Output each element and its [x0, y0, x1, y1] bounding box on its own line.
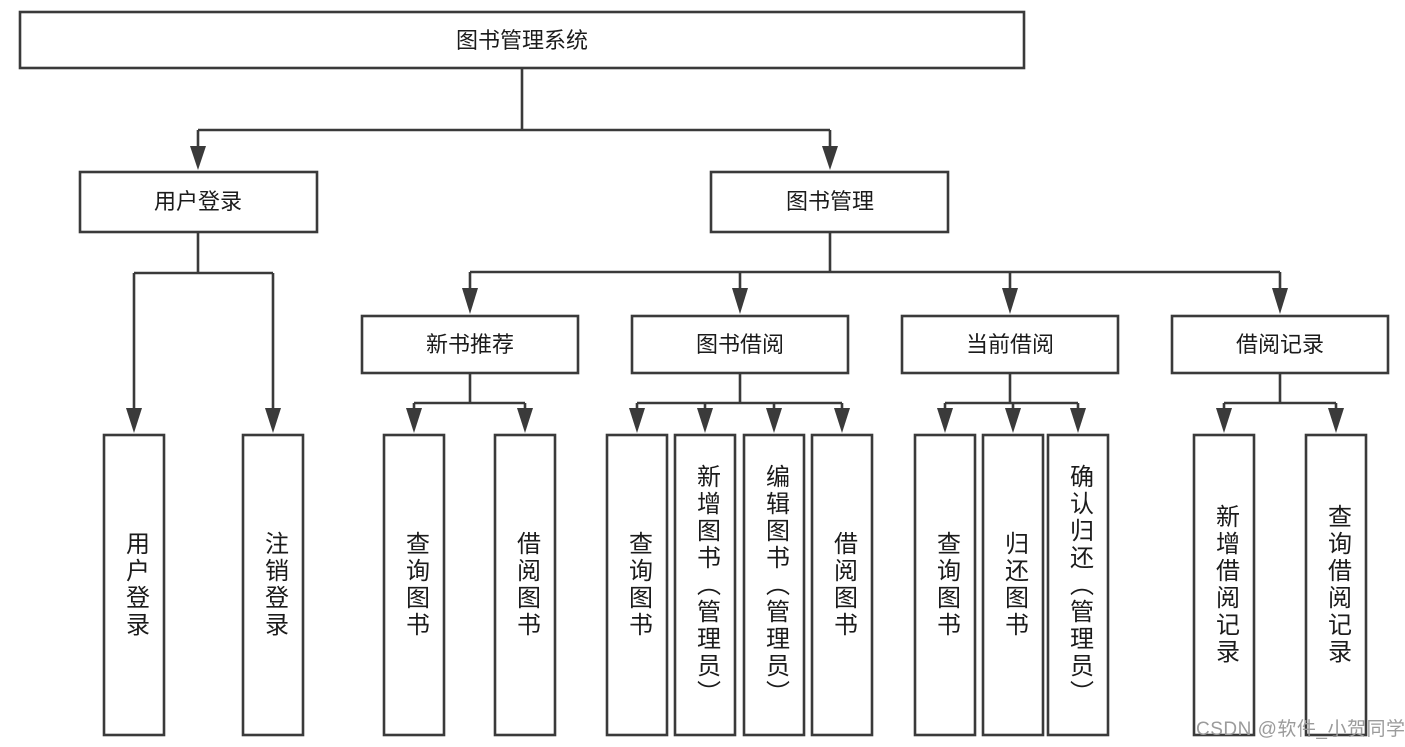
- arrow-leaf-book-borrow-2: [697, 408, 713, 433]
- arrow-leaf-user-login-1: [126, 408, 142, 433]
- arrow-leaf-new-book-1: [406, 408, 422, 433]
- node-user-login-label: 用户登录: [154, 189, 242, 214]
- leaf-box-book-borrow-1[interactable]: [605, 433, 669, 737]
- arrow-leaf-book-borrow-4: [834, 408, 850, 433]
- node-book-borrow-box[interactable]: [630, 314, 850, 375]
- node-book-manage-label: 图书管理: [786, 189, 874, 214]
- node-borrow-record-box[interactable]: [1170, 314, 1390, 375]
- node-book-borrow[interactable]: 图书借阅: [630, 314, 850, 375]
- leaf-box-user-login-1[interactable]: [102, 433, 166, 737]
- arrow-leaf-current-borrow-1: [937, 408, 953, 433]
- node-root-box[interactable]: [18, 10, 1026, 70]
- node-borrow-record[interactable]: 借阅记录: [1170, 314, 1390, 375]
- leaf-box-book-borrow-4[interactable]: [810, 433, 874, 737]
- node-root[interactable]: 图书管理系统: [18, 10, 1026, 70]
- leaf-box-book-borrow-3[interactable]: [742, 433, 806, 737]
- leaf-box-current-borrow-2[interactable]: [981, 433, 1045, 737]
- node-current-borrow-label: 当前借阅: [966, 332, 1054, 357]
- node-book-manage-box[interactable]: [709, 170, 950, 234]
- leaf-box-book-borrow-2[interactable]: [673, 433, 737, 737]
- leaf-box-current-borrow-3[interactable]: [1046, 433, 1110, 737]
- node-book-manage[interactable]: 图书管理: [709, 170, 950, 234]
- leaf-box-user-login-2[interactable]: [241, 433, 305, 737]
- node-new-book-recommend-box[interactable]: [360, 314, 580, 375]
- node-root-label: 图书管理系统: [456, 28, 588, 53]
- arrow-leaf-borrow-record-2: [1328, 408, 1344, 433]
- arrow-leaf-borrow-record-1: [1216, 408, 1232, 433]
- leaf-box-new-book-2[interactable]: [493, 433, 557, 737]
- arrow-user-login: [190, 146, 206, 170]
- node-user-login-box[interactable]: [78, 170, 319, 234]
- node-new-book-recommend[interactable]: 新书推荐: [360, 314, 580, 375]
- node-book-borrow-label: 图书借阅: [696, 332, 784, 357]
- arrow-book-borrow: [732, 288, 748, 314]
- node-current-borrow-box[interactable]: [900, 314, 1120, 375]
- arrow-current-borrow: [1002, 288, 1018, 314]
- arrow-leaf-new-book-2: [517, 408, 533, 433]
- node-new-book-recommend-label: 新书推荐: [426, 332, 514, 357]
- arrow-leaf-book-borrow-1: [629, 408, 645, 433]
- node-current-borrow[interactable]: 当前借阅: [900, 314, 1120, 375]
- arrow-book-manage: [822, 146, 838, 170]
- arrow-borrow-record: [1272, 288, 1288, 314]
- leaf-box-borrow-record-1[interactable]: [1192, 433, 1256, 737]
- node-user-login[interactable]: 用户登录: [78, 170, 319, 234]
- arrow-leaf-user-login-2: [265, 408, 281, 433]
- arrow-leaf-current-borrow-2: [1005, 408, 1021, 433]
- leaf-box-group: [102, 433, 1368, 737]
- arrow-leaf-current-borrow-3: [1070, 408, 1086, 433]
- leaf-box-current-borrow-1[interactable]: [913, 433, 977, 737]
- arrow-leaf-book-borrow-3: [766, 408, 782, 433]
- watermark-text: CSDN @软件_小贺同学: [1196, 719, 1405, 740]
- arrow-new-book: [462, 288, 478, 314]
- leaf-box-new-book-1[interactable]: [382, 433, 446, 737]
- connector-group: [126, 68, 1344, 433]
- node-borrow-record-label: 借阅记录: [1236, 332, 1324, 357]
- leaf-box-borrow-record-2[interactable]: [1304, 433, 1368, 737]
